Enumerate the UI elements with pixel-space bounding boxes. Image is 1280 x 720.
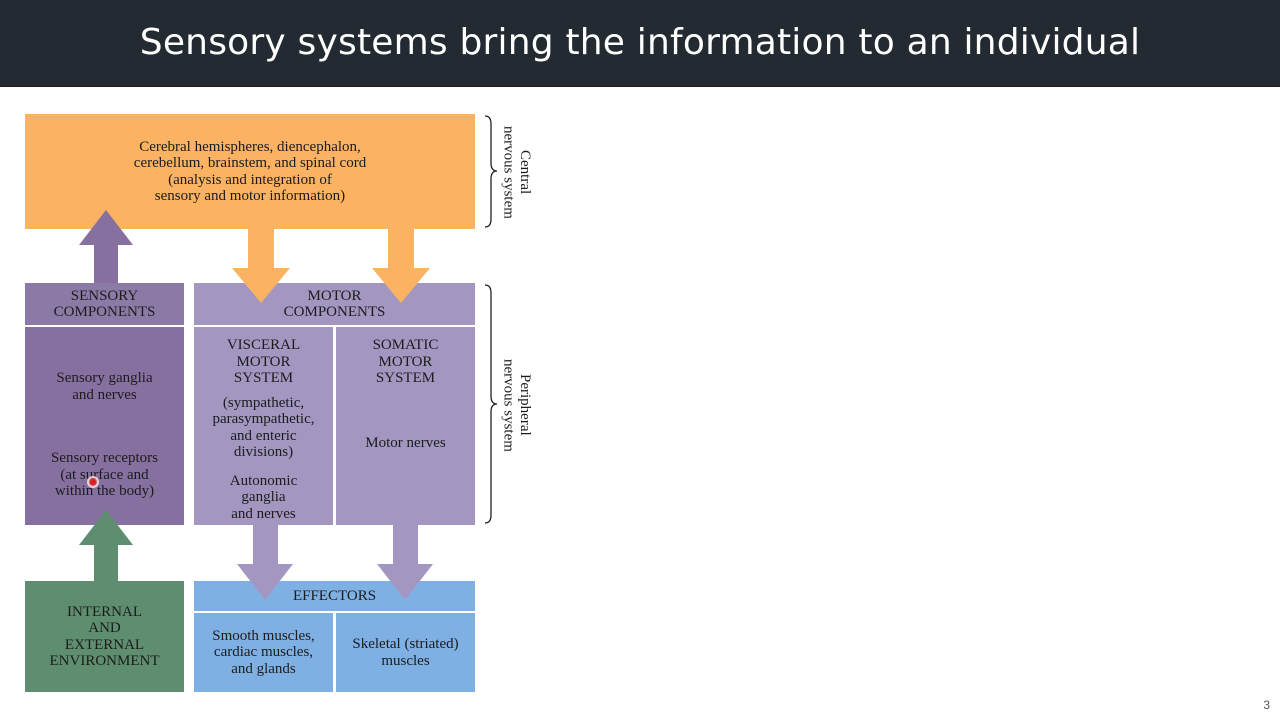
visceral-motor-title: VISCERAL MOTOR SYSTEM	[226, 337, 301, 386]
sensory-components-body: Sensory ganglia and nerves Sensory recep…	[25, 327, 184, 525]
sensory-receptors-text: Sensory receptors (at surface and within…	[50, 450, 159, 499]
page-number: 3	[1263, 698, 1270, 712]
slide-title-bar: Sensory systems bring the information to…	[0, 0, 1280, 87]
environment-text: INTERNAL AND EXTERNAL ENVIRONMENT	[49, 603, 160, 670]
slide-title: Sensory systems bring the information to…	[139, 22, 1141, 63]
arrow-cns-to-visceral	[232, 229, 290, 303]
skeletal-muscles-text: Skeletal (striated) muscles	[352, 636, 459, 669]
smooth-muscles-text: Smooth muscles, cardiac muscles, and gla…	[212, 627, 315, 677]
arrow-environment-to-sensory	[79, 510, 133, 581]
pns-brace	[484, 284, 498, 524]
arrow-sensory-to-cns	[79, 210, 133, 283]
cns-side-label: Central nervous system	[500, 120, 534, 224]
arrow-somatic-to-effectors	[377, 525, 433, 600]
effectors-header: EFFECTORS	[194, 581, 475, 611]
somatic-motor-title: SOMATIC MOTOR SYSTEM	[372, 337, 439, 386]
effectors-label: EFFECTORS	[292, 587, 377, 604]
motor-components-header: MOTOR COMPONENTS	[194, 283, 475, 325]
visceral-motor-system-box: VISCERAL MOTOR SYSTEM (sympathetic, para…	[194, 327, 333, 525]
visceral-divisions-text: (sympathetic, parasympathetic, and enter…	[212, 394, 315, 461]
cns-brace	[484, 115, 498, 228]
smooth-muscles-box: Smooth muscles, cardiac muscles, and gla…	[194, 613, 333, 692]
motor-nerves-text: Motor nerves	[365, 434, 446, 451]
environment-box: INTERNAL AND EXTERNAL ENVIRONMENT	[25, 581, 184, 692]
somatic-motor-system-box: SOMATIC MOTOR SYSTEM Motor nerves	[336, 327, 475, 525]
cns-box: Cerebral hemispheres, diencephalon, cere…	[25, 114, 475, 229]
sensory-components-label: SENSORY COMPONENTS	[53, 287, 156, 321]
cns-side-label-text: Central nervous system	[500, 125, 534, 219]
arrow-cns-to-somatic	[372, 229, 430, 303]
motor-components-label: MOTOR COMPONENTS	[283, 287, 386, 321]
sensory-components-header: SENSORY COMPONENTS	[25, 283, 184, 325]
pointer-dot-icon	[90, 479, 96, 485]
autonomic-ganglia-text: Autonomic ganglia and nerves	[229, 472, 298, 522]
arrow-visceral-to-effectors	[237, 525, 293, 600]
sensory-ganglia-text: Sensory ganglia and nerves	[56, 370, 153, 403]
pns-side-label: Peripheral nervous system	[500, 350, 534, 460]
cns-box-text: Cerebral hemispheres, diencephalon, cere…	[133, 138, 367, 205]
pns-side-label-text: Peripheral nervous system	[500, 358, 534, 452]
skeletal-muscles-box: Skeletal (striated) muscles	[336, 613, 475, 692]
